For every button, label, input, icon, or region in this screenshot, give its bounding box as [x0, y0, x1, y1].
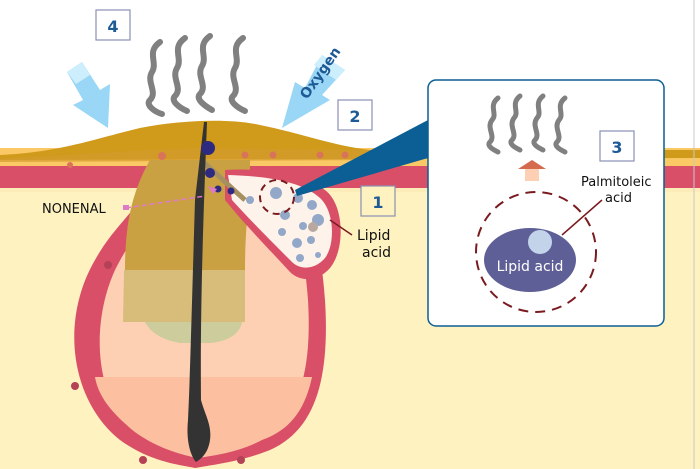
- step-2-box: 2: [337, 99, 373, 131]
- lipid-droplet-highlight: [308, 222, 318, 232]
- step-4-box: 4: [95, 9, 131, 41]
- nonenal-molecule: [208, 186, 217, 194]
- gland-zoom-circle: [259, 179, 295, 215]
- inset-dashed-circle: [475, 191, 597, 313]
- oxygen-arrow-left: [67, 62, 110, 128]
- pore-dots: [67, 151, 349, 168]
- step-1-number: 1: [372, 193, 383, 212]
- oxygen-arrow-right: [282, 55, 345, 128]
- inset-palmitoleic-droplet: [528, 230, 552, 254]
- oxidized-molecules: [201, 141, 235, 195]
- hair-shaft: [187, 122, 211, 462]
- step-4-number: 4: [107, 17, 118, 36]
- palmitoleic-label-line1: Palmitoleic: [581, 175, 652, 190]
- lipid-acid-label-line2: acid: [362, 245, 391, 261]
- lipid-acid-label-line1: Lipid: [357, 228, 390, 244]
- step-3-number: 3: [611, 138, 622, 157]
- nonenal-pointer: [125, 195, 206, 209]
- palmitoleic-label-line2: acid: [605, 191, 632, 206]
- nonenal-label: NONENAL: [42, 202, 107, 217]
- palmitoleic-pointer: [561, 199, 603, 236]
- step-3-box: 3: [599, 130, 635, 162]
- sebaceous-gland-interior: [228, 175, 332, 268]
- inset-lipid-body: [484, 228, 576, 292]
- inset-lipid-label: Lipid acid: [497, 259, 564, 275]
- sebum-mound-lower: [0, 148, 380, 162]
- gland-duct: [201, 160, 247, 202]
- zoom-callout-beam: [295, 120, 428, 196]
- step-2-number: 2: [349, 107, 360, 126]
- step-1-box: 1: [360, 185, 396, 217]
- rising-arrow: [518, 160, 546, 181]
- odor-lines-inset: [486, 93, 568, 155]
- nonenal-pointer-end: [123, 205, 129, 210]
- hair-sheath-mid: [123, 270, 245, 322]
- lipid-acid-pointer: [329, 219, 353, 236]
- dermis-top: [0, 188, 700, 192]
- odor-lines-main: [145, 33, 248, 117]
